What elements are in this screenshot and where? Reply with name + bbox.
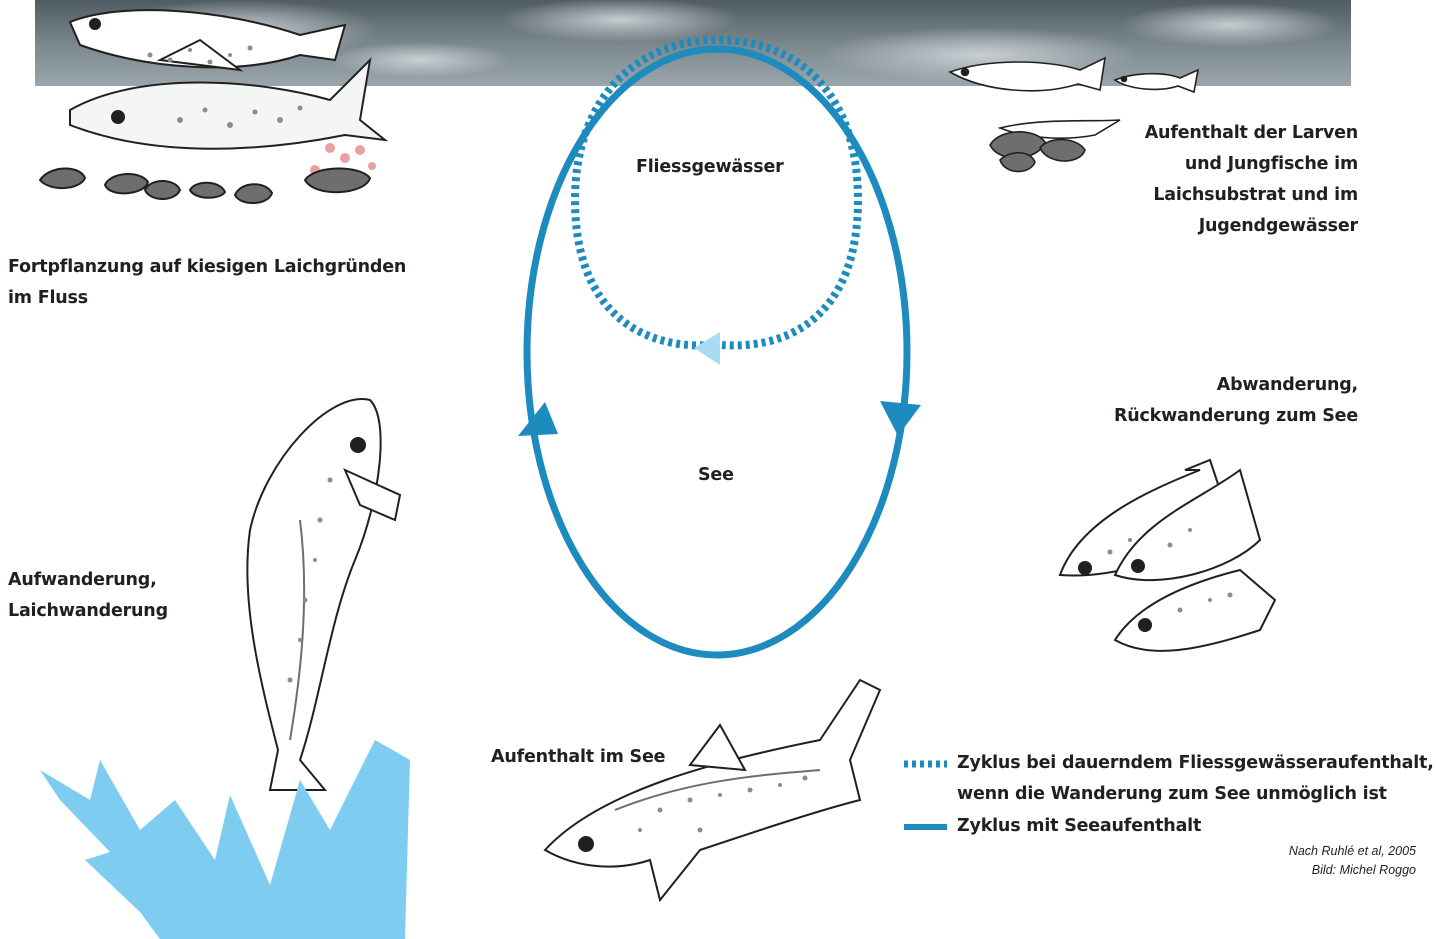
lake-fish-illustration	[545, 680, 880, 900]
label-aufwanderung: Aufwanderung, Laichwanderung	[8, 565, 168, 627]
label-abwanderung-line-1: Abwanderung,	[1114, 370, 1358, 401]
label-larven-line-3: Laichsubstrat und im	[1145, 180, 1358, 211]
upstream-fish-illustration	[247, 399, 400, 790]
label-aufwanderung-line-2: Laichwanderung	[8, 596, 168, 627]
credits: Nach Ruhlé et al, 2005 Bild: Michel Rogg…	[1289, 842, 1416, 880]
label-larven-line-4: Jugendgewässer	[1145, 211, 1358, 242]
label-larven-line-1: Aufenthalt der Larven	[1145, 118, 1358, 149]
spawning-fish-illustration	[40, 10, 385, 203]
label-fortpflanzung-line-1: Fortpflanzung auf kiesigen Laichgründen	[8, 252, 406, 283]
water-splash	[40, 740, 410, 939]
downstream-fish-illustration	[1060, 460, 1275, 651]
label-abwanderung: Abwanderung, Rückwanderung zum See	[1114, 370, 1358, 432]
label-fortpflanzung: Fortpflanzung auf kiesigen Laichgründen …	[8, 252, 406, 314]
credit-photo: Bild: Michel Roggo	[1289, 861, 1416, 880]
legend-solid-text: Zyklus mit Seeaufenthalt	[957, 811, 1201, 842]
label-see: See	[698, 460, 734, 491]
cycle-diagram	[518, 40, 921, 655]
label-aufenthalt-larven: Aufenthalt der Larven und Jungfische im …	[1145, 118, 1358, 242]
upstream-arrow	[518, 402, 558, 436]
label-fliessgewaesser: Fliessgewässer	[636, 152, 784, 183]
legend-dotted-line-2: wenn die Wanderung zum See unmöglich ist	[957, 779, 1434, 810]
label-aufwanderung-line-1: Aufwanderung,	[8, 565, 168, 596]
downstream-arrow	[880, 401, 921, 436]
label-abwanderung-line-2: Rückwanderung zum See	[1114, 401, 1358, 432]
river-cycle-arrow	[694, 332, 720, 365]
legend-dotted-text: Zyklus bei dauerndem Fliessgewässeraufen…	[957, 748, 1434, 810]
credit-source: Nach Ruhlé et al, 2005	[1289, 842, 1416, 861]
label-fortpflanzung-line-2: im Fluss	[8, 283, 406, 314]
legend-dotted-line-1: Zyklus bei dauerndem Fliessgewässeraufen…	[957, 748, 1434, 779]
label-aufenthalt-see: Aufenthalt im See	[491, 742, 665, 773]
label-larven-line-2: und Jungfische im	[1145, 149, 1358, 180]
